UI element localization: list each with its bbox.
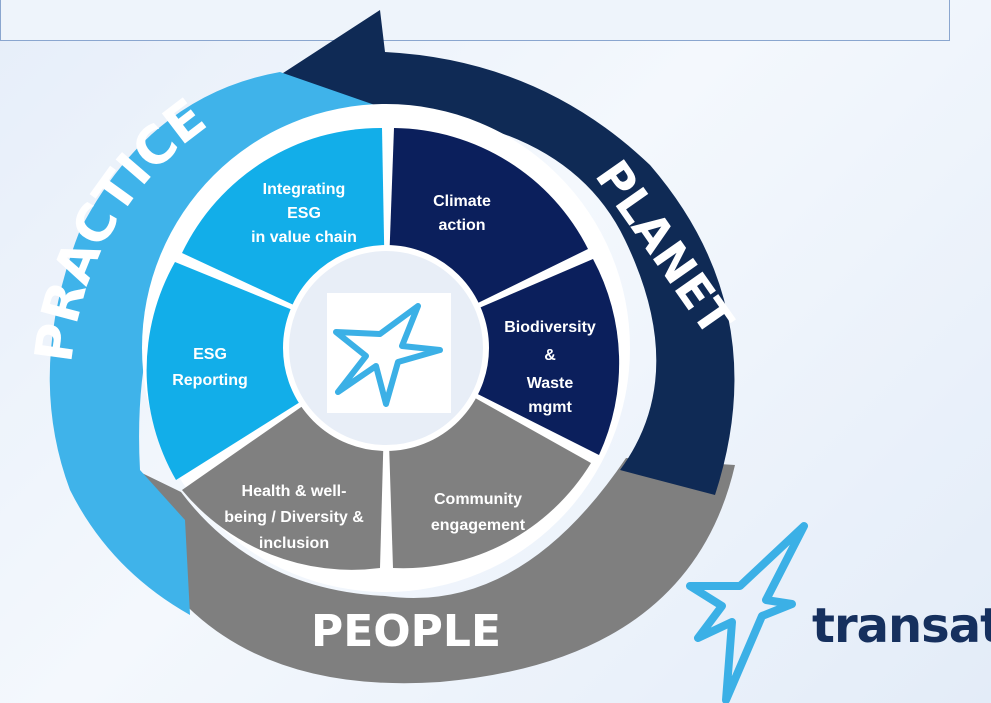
segment-biodiversity (386, 259, 620, 455)
integrating-line-1: Integrating (263, 181, 346, 198)
community-line-1: Community (434, 491, 522, 508)
center-star-icon (333, 303, 443, 407)
integrating-line-2: ESG (287, 205, 321, 222)
integrating-line-3: in value chain (251, 229, 357, 246)
health-line-2: being / Diversity & (224, 509, 364, 526)
transat-wordmark: transat (812, 598, 991, 654)
esg-reporting-line-2: Reporting (172, 372, 248, 389)
header-box (0, 0, 950, 41)
climate-line-1: Climate (433, 193, 491, 210)
segment-esg-reporting (146, 262, 386, 480)
biodiversity-line-1: Biodiversity (504, 319, 596, 336)
esg-reporting-line-1: ESG (193, 346, 227, 363)
biodiversity-line-2: & (544, 347, 556, 364)
people-arrow (105, 455, 735, 684)
health-line-3: inclusion (259, 535, 329, 552)
community-line-2: engagement (431, 517, 526, 534)
people-label: PEOPLE (311, 606, 501, 657)
climate-line-2: action (438, 217, 485, 234)
biodiversity-line-4: mgmt (528, 399, 572, 416)
planet-arrow (280, 10, 735, 495)
biodiversity-line-3: Waste (527, 375, 574, 392)
health-line-1: Health & well- (242, 483, 347, 500)
practices-arrow (49, 72, 395, 615)
transat-star-icon (686, 522, 808, 703)
